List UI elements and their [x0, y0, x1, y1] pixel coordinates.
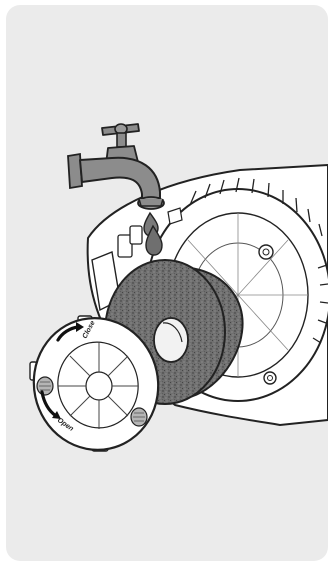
water-tap-icon — [68, 124, 164, 209]
